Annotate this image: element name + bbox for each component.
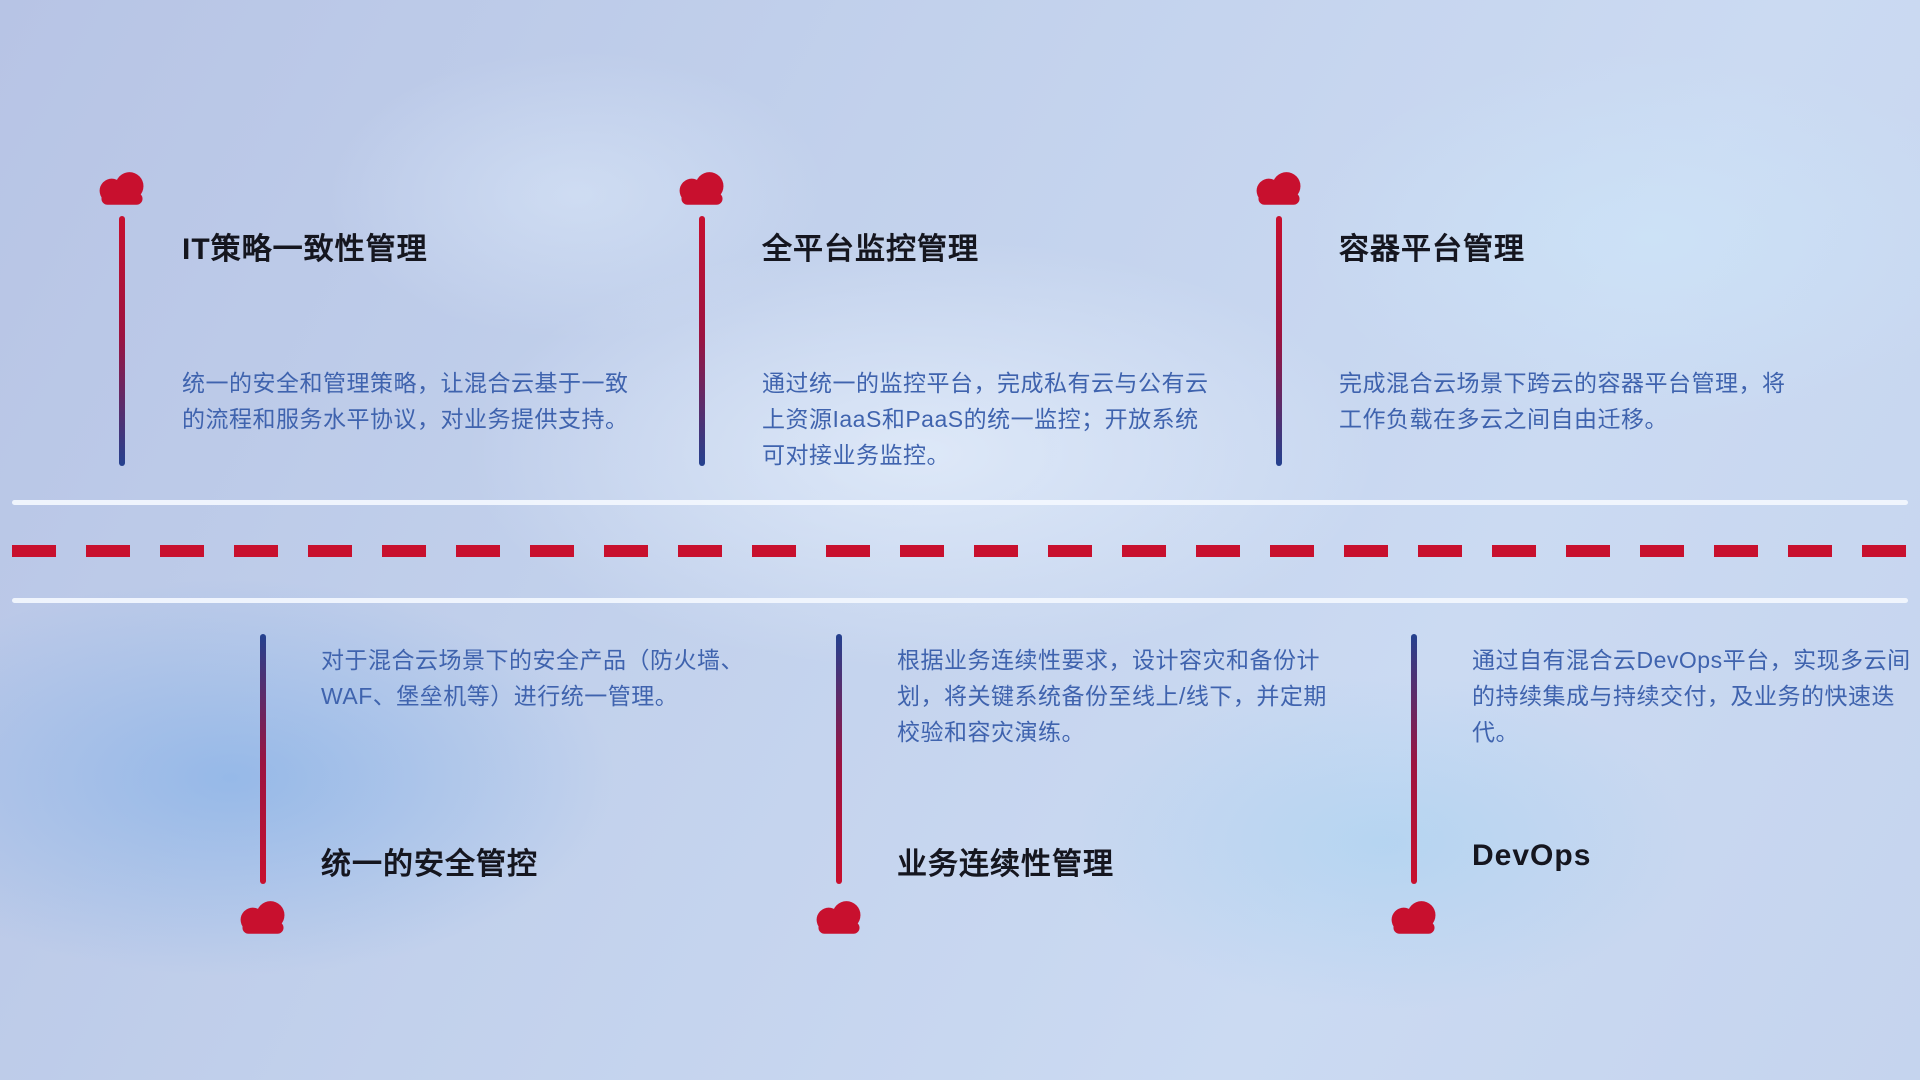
feature-title: DevOps [1472,839,1592,872]
feature-description: 统一的安全和管理策略，让混合云基于一致的流程和服务水平协议，对业务提供支持。 [182,370,629,432]
cloud-icon [674,169,730,207]
feature-title: 全平台监控管理 [762,233,979,266]
feature-description: 通过统一的监控平台，完成私有云与公有云上资源IaaS和PaaS的统一监控；开放系… [762,370,1209,468]
feature-title: IT策略一致性管理 [182,233,428,266]
connector-line [119,216,125,466]
feature-title: 业务连续性管理 [897,848,1114,881]
cloud-icon [811,898,867,936]
feature-title: 容器平台管理 [1339,233,1525,266]
connector-line [1276,216,1282,466]
feature-description: 通过自有混合云DevOps平台，实现多云间的持续集成与持续交付，及业务的快速迭代… [1472,647,1911,745]
connector-line [260,634,266,884]
feature-description: 对于混合云场景下的安全产品（防火墙、WAF、堡垒机等）进行统一管理。 [321,647,744,709]
feature-devops: 通过自有混合云DevOps平台，实现多云间的持续集成与持续交付，及业务的快速迭代… [1386,634,1910,944]
cloud-icon [1386,898,1442,936]
feature-description: 完成混合云场景下跨云的容器平台管理，将工作负载在多云之间自由迁移。 [1339,370,1786,432]
cloud-icon [94,169,150,207]
connector-line [699,216,705,466]
connector-line [836,634,842,884]
feature-it-policy: IT策略一致性管理 统一的安全和管理策略，让混合云基于一致的流程和服务水平协议，… [94,169,628,469]
divider-line-top [12,500,1908,505]
divider-line-bottom [12,598,1908,603]
feature-business-continuity: 根据业务连续性要求，设计容灾和备份计划，将关键系统备份至线上/线下，并定期校验和… [811,634,1331,944]
cloud-icon [235,898,291,936]
feature-security-control: 对于混合云场景下的安全产品（防火墙、WAF、堡垒机等）进行统一管理。 统一的安全… [235,634,755,944]
connector-line [1411,634,1417,884]
feature-title: 统一的安全管控 [321,848,538,881]
feature-platform-monitoring: 全平台监控管理 通过统一的监控平台，完成私有云与公有云上资源IaaS和PaaS的… [674,169,1208,469]
cloud-icon [1251,169,1307,207]
feature-description: 根据业务连续性要求，设计容灾和备份计划，将关键系统备份至线上/线下，并定期校验和… [897,647,1327,745]
divider-dashed-line [12,545,1908,557]
feature-container-platform: 容器平台管理 完成混合云场景下跨云的容器平台管理，将工作负载在多云之间自由迁移。 [1251,169,1785,469]
